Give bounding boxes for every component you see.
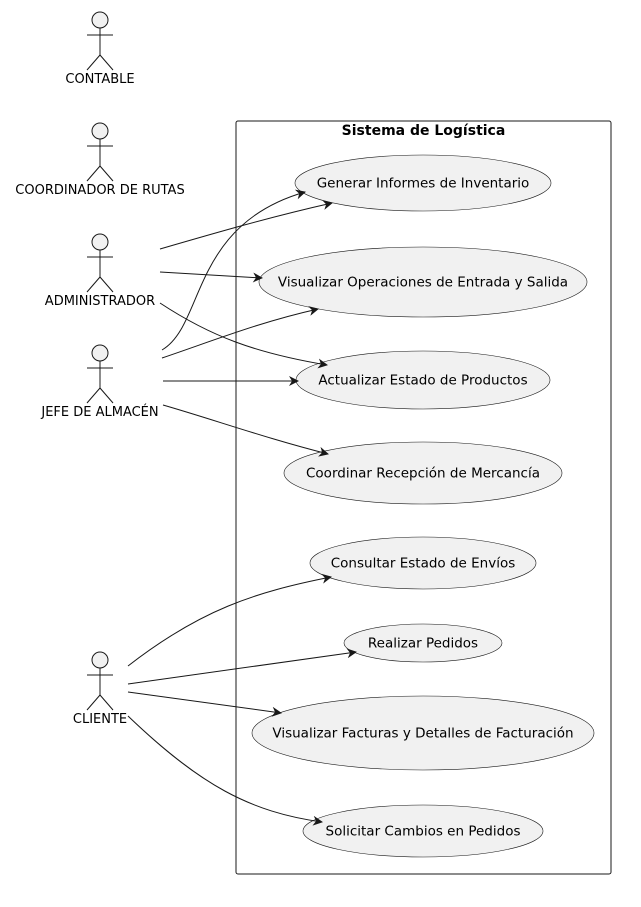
link-jefe-informes <box>161 189 306 351</box>
actor-cliente[interactable]: CLIENTE <box>73 651 127 727</box>
actor-jefe-de-almacen[interactable]: JEFE DE ALMACÉN <box>40 344 159 420</box>
use-case-label: Actualizar Estado de Productos <box>318 373 527 389</box>
use-case-consultar-envios[interactable]: Consultar Estado de Envíos <box>309 536 537 590</box>
link-administrador-actualizar <box>159 302 328 369</box>
actor-coordinador-de-rutas[interactable]: COORDINADOR DE RUTAS <box>15 122 185 198</box>
actor-figure-icon <box>86 344 114 404</box>
actor-figure-icon <box>86 11 114 71</box>
link-cliente-pedidos <box>127 648 357 685</box>
actor-label: ADMINISTRADOR <box>45 294 155 309</box>
use-case-label: Solicitar Cambios en Pedidos <box>326 824 521 840</box>
use-case-realizar-pedidos[interactable]: Realizar Pedidos <box>343 623 503 663</box>
use-case-visualizar-operaciones[interactable]: Visualizar Operaciones de Entrada y Sali… <box>258 246 588 318</box>
link-cliente-facturas <box>127 691 282 717</box>
use-case-label: Generar Informes de Inventario <box>317 176 530 192</box>
link-administrador-operaciones <box>159 271 263 283</box>
actor-label: COORDINADOR DE RUTAS <box>15 183 184 198</box>
use-case-actualizar-estado[interactable]: Actualizar Estado de Productos <box>295 350 551 410</box>
use-case-label: Consultar Estado de Envíos <box>331 556 516 572</box>
actor-figure-icon <box>86 651 114 711</box>
use-case-label: Visualizar Facturas y Detalles de Factur… <box>272 726 573 742</box>
use-case-generar-informes[interactable]: Generar Informes de Inventario <box>294 154 552 212</box>
system-title: Sistema de Logística <box>342 123 506 139</box>
actor-figure-icon <box>86 233 114 293</box>
use-case-coordinar-recepcion[interactable]: Coordinar Recepción de Mercancía <box>283 441 563 505</box>
actor-figure-icon <box>86 122 114 182</box>
link-jefe-recepcion <box>162 404 329 457</box>
link-jefe-operaciones <box>161 306 319 359</box>
link-cliente-cambios <box>127 715 323 826</box>
use-case-visualizar-facturas[interactable]: Visualizar Facturas y Detalles de Factur… <box>251 695 595 771</box>
use-case-solicitar-cambios[interactable]: Solicitar Cambios en Pedidos <box>302 804 544 858</box>
actor-label: JEFE DE ALMACÉN <box>40 404 158 420</box>
use-case-label: Visualizar Operaciones de Entrada y Sali… <box>278 275 568 291</box>
associations <box>127 189 357 826</box>
actor-label: CONTABLE <box>65 72 134 87</box>
use-case-label: Realizar Pedidos <box>368 636 478 652</box>
use-case-label: Coordinar Recepción de Mercancía <box>306 466 540 482</box>
link-cliente-envios <box>127 573 332 667</box>
actor-administrador[interactable]: ADMINISTRADOR <box>45 233 155 309</box>
actor-label: CLIENTE <box>73 712 127 727</box>
link-administrador-informes <box>159 200 333 250</box>
actor-contable[interactable]: CONTABLE <box>65 11 135 87</box>
